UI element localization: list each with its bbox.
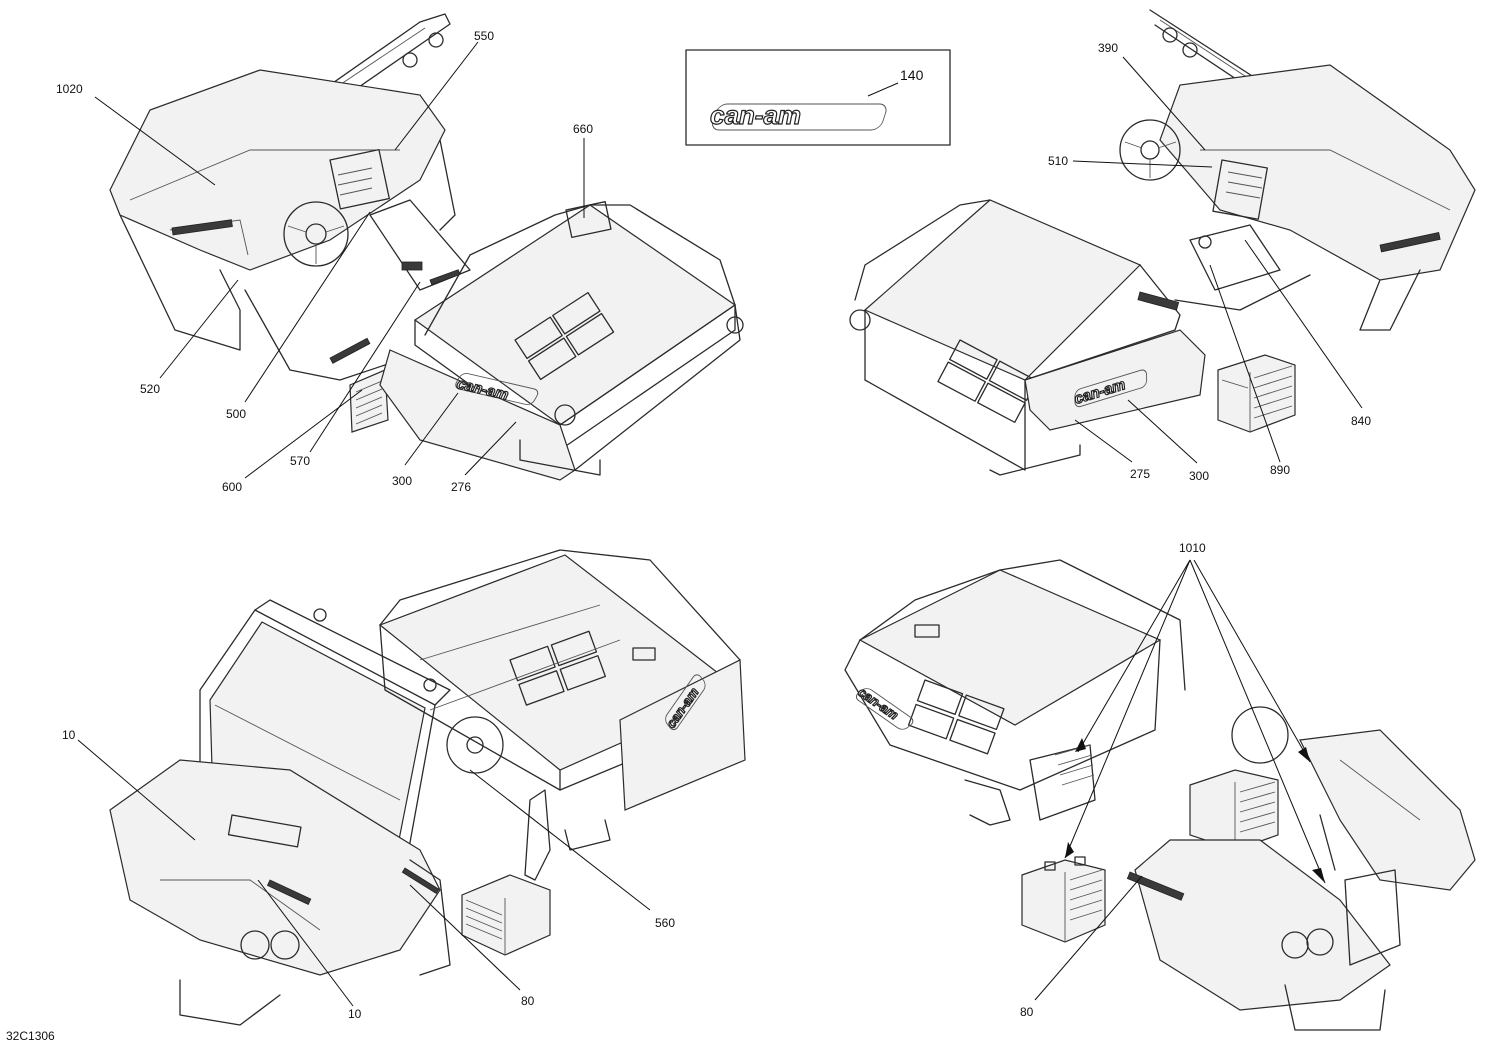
callout-550: 550 [474, 29, 494, 43]
callout-140: 140 [900, 67, 924, 83]
view-cargo-box-right: can-am [849, 199, 1206, 476]
callout-660: 660 [573, 122, 593, 136]
callout-500: 500 [226, 407, 246, 421]
callout-1010: 1010 [1179, 541, 1206, 555]
callout-80-left: 80 [521, 994, 535, 1008]
callout-10-lower: 10 [348, 1007, 362, 1021]
callout-labels: 1020 550 660 140 390 510 520 500 570 600… [56, 29, 1371, 1021]
leader-lines [77, 41, 1363, 1007]
callout-840: 840 [1351, 414, 1371, 428]
battery-5 [1189, 769, 1279, 851]
callout-300-left: 300 [392, 474, 412, 488]
battery-2 [1217, 354, 1296, 433]
leader-arrows [1065, 738, 1325, 883]
callout-300-right: 300 [1189, 469, 1209, 483]
view-rear-left-body [109, 599, 551, 1026]
battery-1 [349, 369, 389, 433]
callout-390: 390 [1098, 41, 1118, 55]
view-cargo-box-left: can-am [379, 201, 744, 481]
battery-4 [1021, 856, 1106, 943]
callout-890: 890 [1270, 463, 1290, 477]
callout-1020: 1020 [56, 82, 83, 96]
drawing-number: 32C1306 [6, 1029, 55, 1043]
logo-decal-box: can-am [685, 49, 951, 146]
callout-600: 600 [222, 480, 242, 494]
battery-3 [461, 874, 551, 956]
callout-520: 520 [140, 382, 160, 396]
view-front-right-exploded [1021, 706, 1476, 1031]
view-cargo-box-rear-right: can-am [844, 559, 1186, 826]
callout-510: 510 [1048, 154, 1068, 168]
can-am-logo: can-am [710, 100, 801, 130]
callout-276: 276 [451, 480, 471, 494]
callout-570: 570 [290, 454, 310, 468]
callout-80-right: 80 [1020, 1005, 1034, 1019]
view-cargo-box-rear-left: can-am [378, 549, 746, 851]
view-front-left-body [109, 13, 471, 433]
callout-10-upper: 10 [62, 728, 76, 742]
callout-275: 275 [1130, 467, 1150, 481]
decal-frame [685, 49, 951, 146]
logo-outline [712, 103, 887, 131]
view-front-right-body [1119, 9, 1476, 433]
callout-560: 560 [655, 916, 675, 930]
